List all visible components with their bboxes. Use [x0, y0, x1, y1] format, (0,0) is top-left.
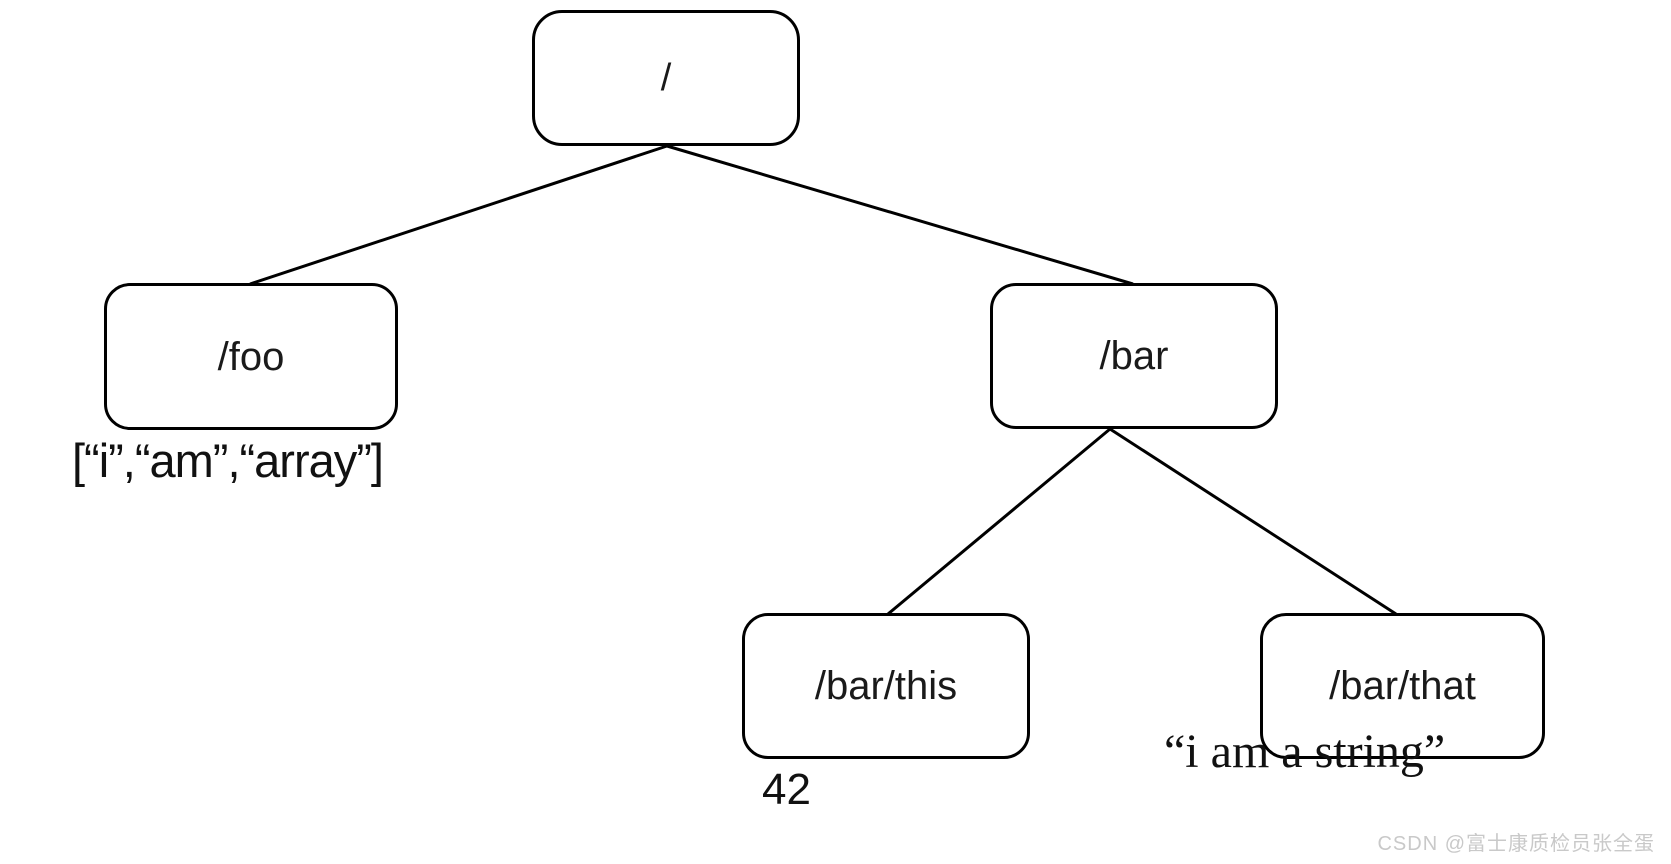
edge-root-to-bar [666, 144, 1134, 286]
node-bar-that-label: /bar/that [1329, 664, 1476, 708]
node-bar-this-label: /bar/this [814, 664, 958, 708]
edge-bar-to-bar-this [887, 427, 1111, 616]
bar-this-value-annotation: 42 [762, 765, 811, 814]
node-foo[interactable]: /foo [104, 283, 398, 430]
node-root-label: / [660, 57, 672, 99]
edge-root-to-foo [249, 144, 668, 286]
bar-that-value-annotation: “i am a string” [1164, 725, 1446, 778]
node-root[interactable]: / [532, 10, 800, 146]
edge-bar-to-bar-that [1109, 427, 1397, 616]
node-bar-this[interactable]: /bar/this [742, 613, 1030, 759]
node-bar-label: /bar [1099, 334, 1169, 378]
foo-value-annotation: [“i”,“am”,“array”] [72, 434, 384, 487]
csdn-watermark: CSDN @富士康质检员张全蛋 [1377, 833, 1655, 855]
node-bar[interactable]: /bar [990, 283, 1278, 429]
node-foo-label: /foo [217, 334, 285, 379]
node-bar-that[interactable]: /bar/that [1260, 613, 1545, 759]
